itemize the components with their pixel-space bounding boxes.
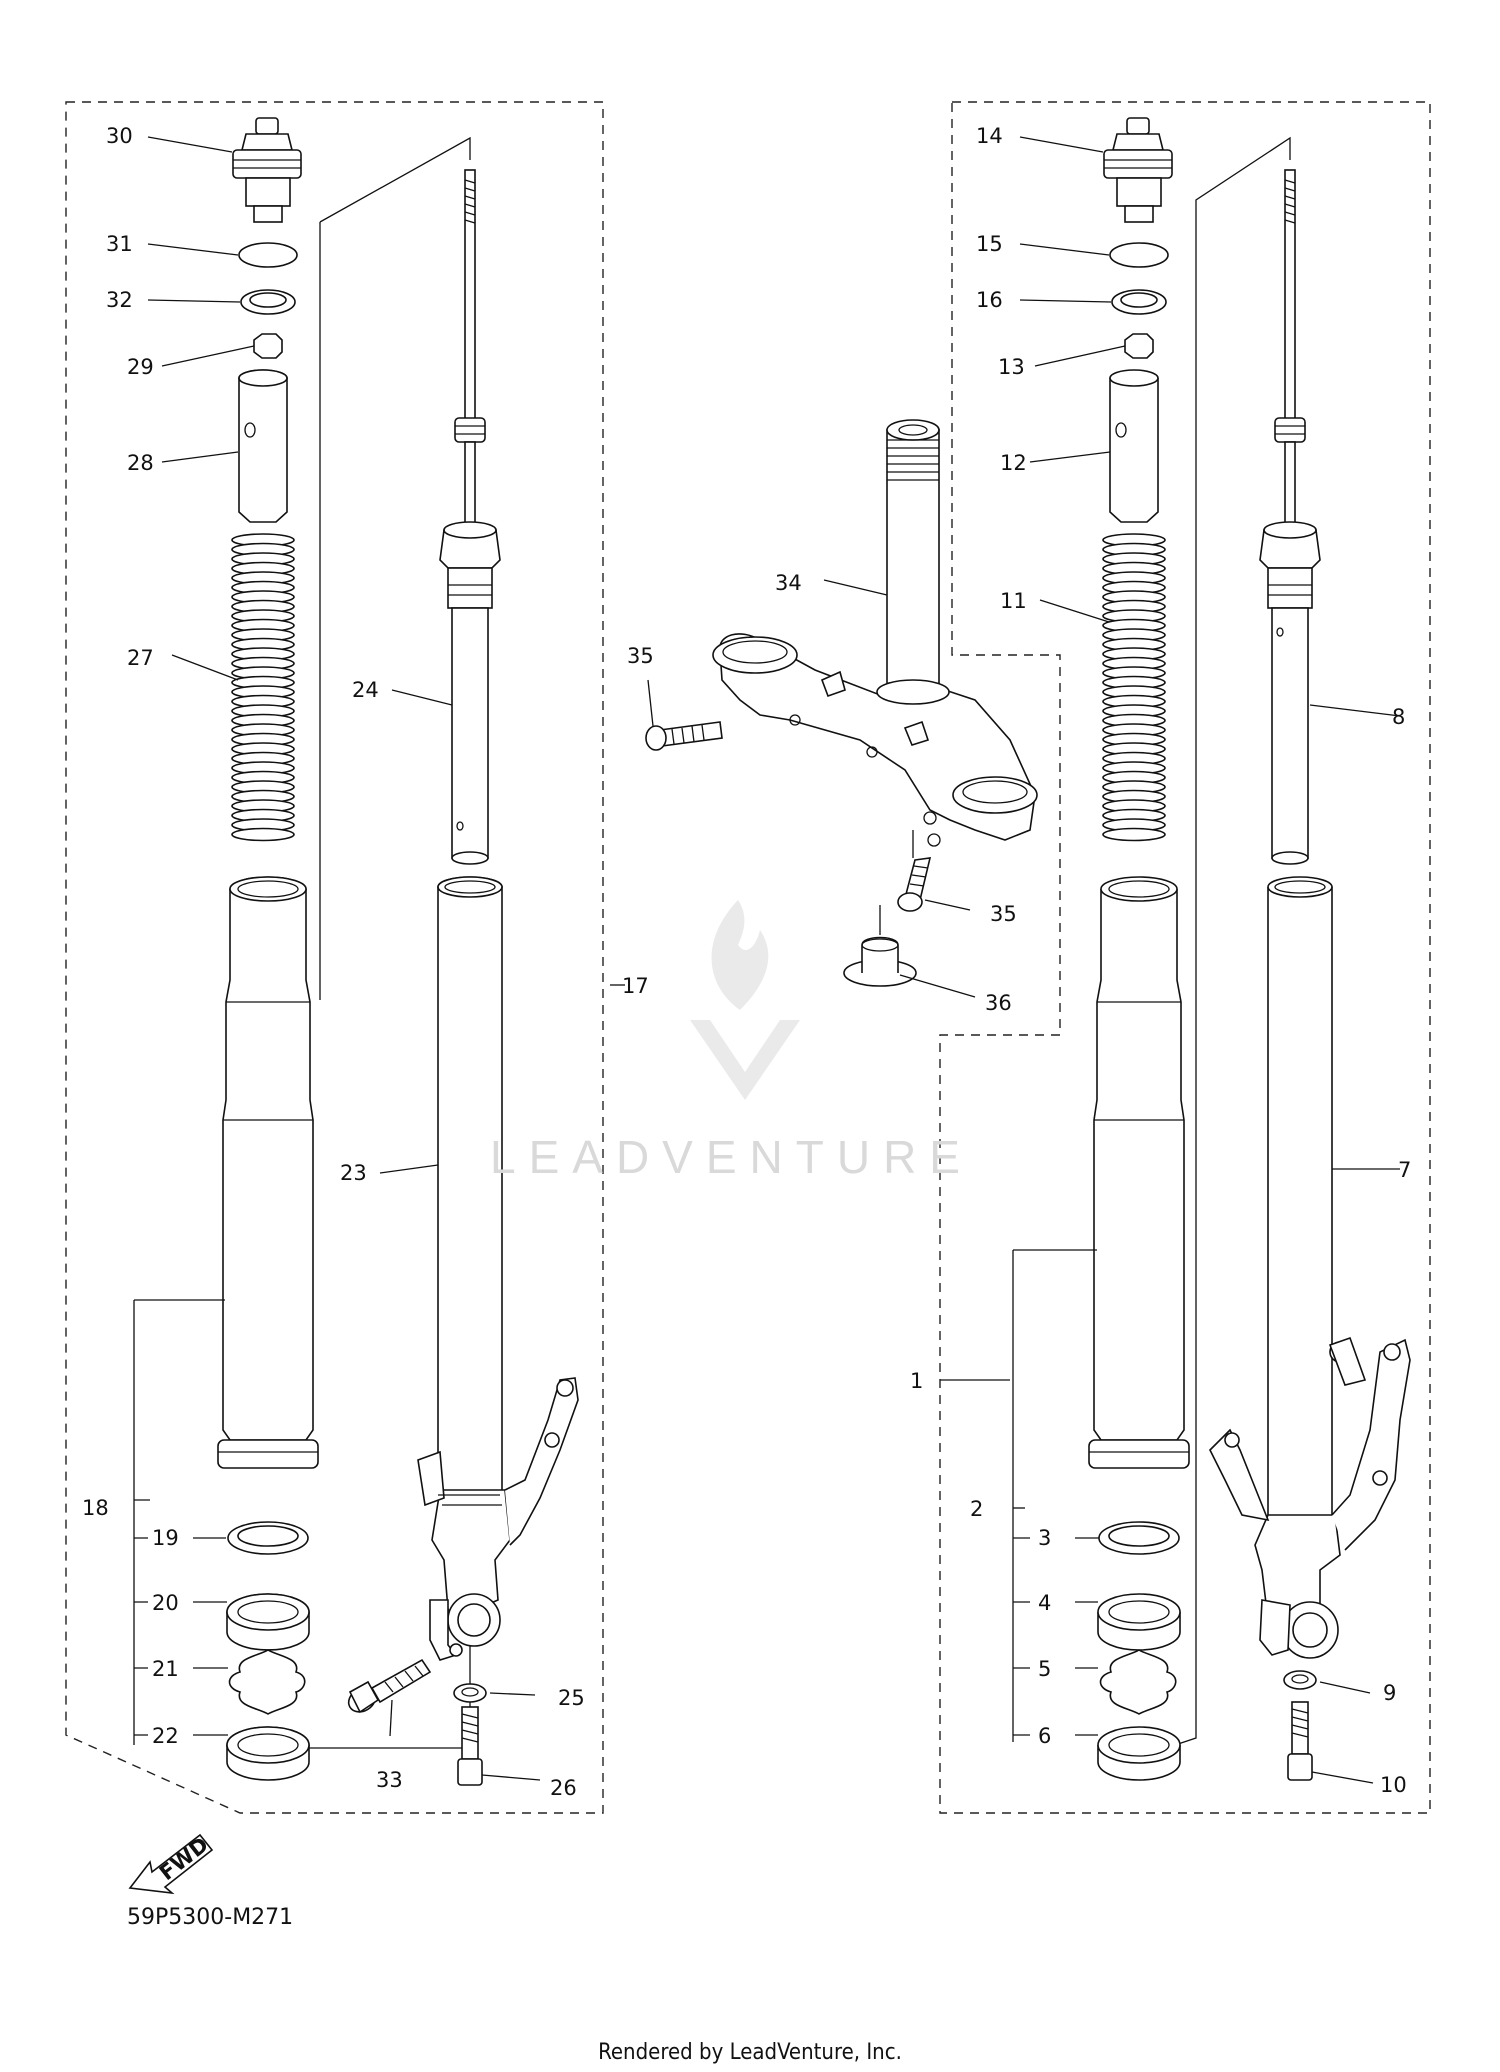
callout-20: 20 [152,1591,179,1615]
center-bolt-35-lower [897,857,932,912]
center-cap-36 [843,936,917,987]
callout-2: 2 [970,1497,983,1521]
callout-32: 32 [106,288,133,312]
left-oil-seal [226,1593,310,1651]
fwd-arrow: FWD [128,1832,214,1895]
left-inner-tube [437,876,503,1496]
assembly-1-boundary [939,101,1431,1814]
center-bolt-35-upper [645,721,723,751]
callout-30: 30 [106,124,133,148]
left-copper-washer [453,1683,487,1703]
right-cap-bolt [1103,117,1173,223]
callout-25: 25 [558,1686,585,1710]
callout-22: 22 [152,1724,179,1748]
callout-36: 36 [985,991,1012,1015]
callout-19: 19 [152,1526,179,1550]
callout-27: 27 [127,646,154,670]
callout-11: 11 [1000,589,1027,613]
left-bottom-bolt [457,1706,483,1786]
drawing-code: 59P5300-M271 [127,1905,294,1930]
under-bracket-steering-stem [712,419,1038,847]
callout-24: 24 [352,678,379,702]
callout-16: 16 [976,288,1003,312]
callout-29: 29 [127,355,154,379]
left-axle-pinch-bolt [347,1658,432,1714]
callout-35-lower: 35 [990,902,1017,926]
watermark-text: LEADVENTURE [490,1131,973,1183]
callout-8: 8 [1392,705,1405,729]
right-bottom-bolt [1287,1701,1313,1781]
footer-credit: Rendered by LeadVenture, Inc. [598,2040,902,2065]
right-outer-tube [1088,876,1190,1469]
right-oil-seal [1097,1593,1181,1651]
left-spacer [238,369,288,523]
watermark-logo [690,900,800,1100]
right-copper-washer [1283,1670,1317,1690]
callout-5: 5 [1038,1657,1051,1681]
left-outer-tube [217,876,319,1469]
left-dust-seal [226,1726,310,1781]
left-fork-spring [231,533,295,842]
assembly-17-boundary [65,101,604,1814]
left-nut [253,333,283,359]
callout-13: 13 [998,355,1025,379]
right-damper-rod [1259,169,1321,865]
right-bottom-case [1209,1336,1411,1659]
right-fork-spring [1102,533,1166,842]
right-inner-tube [1267,876,1333,1526]
callout-9: 9 [1383,1681,1396,1705]
callout-34: 34 [775,571,802,595]
callout-35-upper: 35 [627,644,654,668]
callout-15: 15 [976,232,1003,256]
right-dust-seal-ring [1098,1521,1180,1555]
callout-3: 3 [1038,1526,1051,1550]
left-stopper-clip [228,1649,306,1715]
right-spacer [1109,369,1159,523]
left-bottom-case [417,1377,579,1661]
callout-10: 10 [1380,1773,1407,1797]
right-nut [1124,333,1154,359]
callout-1: 1 [910,1369,923,1393]
left-damper-rod [439,169,501,865]
right-o-ring [1109,242,1169,268]
callout-23: 23 [340,1161,367,1185]
callout-18: 18 [82,1496,109,1520]
callout-33: 33 [376,1768,403,1792]
callout-12: 12 [1000,451,1027,475]
right-dust-seal [1097,1726,1181,1781]
right-washer [1111,289,1167,315]
left-dust-seal-ring [227,1521,309,1555]
callout-17: 17 [622,974,649,998]
center-dash-line [879,830,914,935]
callout-14: 14 [976,124,1003,148]
callout-31: 31 [106,232,133,256]
callout-21: 21 [152,1657,179,1681]
callout-26: 26 [550,1776,577,1800]
callout-4: 4 [1038,1591,1051,1615]
callout-7: 7 [1398,1158,1411,1182]
callout-6: 6 [1038,1724,1051,1748]
callout-labels: 30 31 32 29 28 27 24 23 17 18 19 20 21 2… [82,124,1411,1800]
callout-28: 28 [127,451,154,475]
left-washer [240,289,296,315]
left-o-ring [238,242,298,268]
right-stopper-clip [1099,1649,1177,1715]
leader-lines [133,136,1401,1784]
left-cap-bolt [232,117,302,223]
fwd-label: FWD [155,1832,213,1885]
